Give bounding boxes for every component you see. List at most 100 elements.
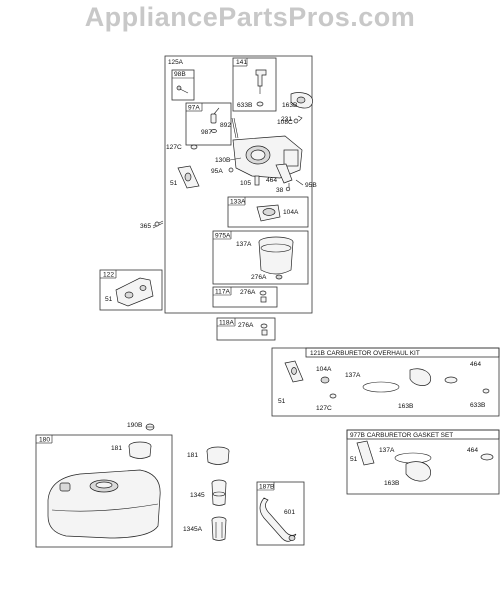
label-117A: 117A	[215, 289, 231, 296]
part-276A-117A: 276A	[240, 289, 256, 296]
bowl-nut-part-118A	[260, 323, 268, 336]
fuel-filter-1345	[211, 479, 227, 506]
label-98B: 98B	[174, 71, 186, 78]
fuel-line-part	[259, 497, 297, 542]
fuel-cap-181	[128, 441, 152, 459]
gasket-part-163B	[290, 92, 313, 109]
part-51: 51	[170, 180, 178, 187]
part-1345: 1345	[190, 492, 205, 499]
kit-header-121B	[305, 347, 500, 358]
watermark: AppliancePartsPros.com	[84, 2, 416, 32]
needle-valve-part	[210, 107, 220, 133]
label-180: 180	[39, 437, 50, 444]
screw-part-98B	[176, 85, 189, 94]
kit-977B-part-51: 51	[350, 456, 358, 463]
label-975A: 975A	[215, 233, 231, 240]
float-bowl-part	[258, 236, 294, 275]
part-276A-118A: 276A	[238, 322, 254, 329]
part-51-122: 51	[105, 296, 113, 303]
screw-105	[254, 175, 260, 186]
part-231: 231	[281, 116, 292, 123]
kit-121B-washer-633B	[482, 388, 490, 394]
kit-121B-part-104A: 104A	[316, 366, 332, 373]
kit-977B-part-464: 464	[467, 447, 478, 454]
small-screw-108C	[293, 118, 299, 124]
part-365: 365	[140, 223, 151, 230]
kit-121B-part-464: 464	[470, 361, 481, 368]
part-601: 601	[284, 509, 295, 516]
part-190B: 190B	[127, 422, 143, 429]
throttle-shaft-892	[231, 117, 239, 139]
part-137A: 137A	[236, 241, 252, 248]
kit-121B-float	[320, 376, 330, 384]
sub-box-133A	[227, 196, 309, 228]
label-122: 122	[103, 272, 114, 279]
part-105: 105	[240, 180, 251, 187]
part-987: 987	[201, 129, 212, 136]
part-464: 464	[266, 177, 277, 184]
fuel-cap-vent-190B	[145, 423, 155, 431]
drain-screw-part	[275, 274, 283, 280]
sub-box-975A	[212, 230, 309, 285]
kit-977B-part-137A: 137A	[379, 447, 395, 454]
carburetor-body	[232, 135, 303, 188]
box-187B	[256, 481, 305, 546]
part-181: 181	[187, 452, 198, 459]
float-bowl-screw-part	[255, 69, 267, 107]
kit-977B-seal-464	[480, 453, 494, 461]
sub-box-141	[232, 57, 277, 112]
box-180	[35, 434, 173, 548]
part-104A: 104A	[283, 209, 299, 216]
stud-part-365	[152, 220, 164, 229]
kit-121B-part-127C: 127C	[316, 405, 332, 412]
box-118A	[216, 317, 276, 341]
part-38: 38	[276, 187, 284, 194]
kit-title-977B: 977B CARBURETOR GASKET SET	[350, 432, 453, 439]
kit-121B-gasket-163B	[409, 368, 432, 386]
kit-121B-oring-127C	[329, 393, 337, 399]
sub-box-117A	[212, 286, 278, 308]
kit-121B-part-633B: 633B	[470, 402, 486, 409]
leader-line	[295, 179, 304, 186]
label-187B: 187B	[259, 484, 275, 491]
kit-121B-seal-464	[444, 376, 458, 384]
part-1345A: 1345A	[183, 526, 203, 533]
fuel-screen-1345A	[211, 516, 227, 541]
part-130B: 130B	[215, 157, 231, 164]
part-633B: 633B	[237, 102, 253, 109]
kit-121B-bowl-gasket	[362, 381, 400, 393]
assembly-box-125A	[164, 55, 313, 314]
part-892: 892	[220, 122, 231, 129]
kit-977B-gasket-51	[356, 440, 375, 466]
kit-121B-part-51: 51	[278, 398, 286, 405]
label-118A: 118A	[219, 320, 235, 327]
part-95B: 95B	[305, 182, 317, 189]
kit-121B-part-137A: 137A	[345, 372, 361, 379]
label-125A: 125A	[168, 59, 184, 66]
part-276A-bowl: 276A	[251, 274, 267, 281]
box-122	[99, 269, 163, 311]
o-ring-127C	[190, 144, 198, 150]
kit-977B-gasket-163B	[405, 461, 431, 482]
part-181-tank: 181	[111, 445, 122, 452]
sub-box-98B	[171, 69, 195, 101]
kit-title-121B: 121B CARBURETOR OVERHAUL KIT	[310, 350, 420, 357]
fuel-tank-part	[47, 469, 161, 539]
label-97A: 97A	[188, 105, 200, 112]
part-127C: 127C	[166, 144, 182, 151]
kit-977B-part-163B: 163B	[384, 480, 400, 487]
part-108C: 108C	[277, 119, 293, 126]
screw-38	[285, 186, 291, 192]
gasket-51	[177, 165, 200, 189]
label-141: 141	[236, 59, 247, 66]
kit-121B-gasket-51	[284, 360, 304, 383]
kit-121B-part-163B: 163B	[398, 403, 414, 410]
part-163B: 163B	[282, 102, 298, 109]
float-part	[256, 204, 281, 222]
screw-95A	[228, 167, 234, 173]
fuel-cap-181-outside	[206, 446, 230, 465]
clip-part-231	[297, 115, 303, 122]
part-95A: 95A	[211, 168, 223, 175]
